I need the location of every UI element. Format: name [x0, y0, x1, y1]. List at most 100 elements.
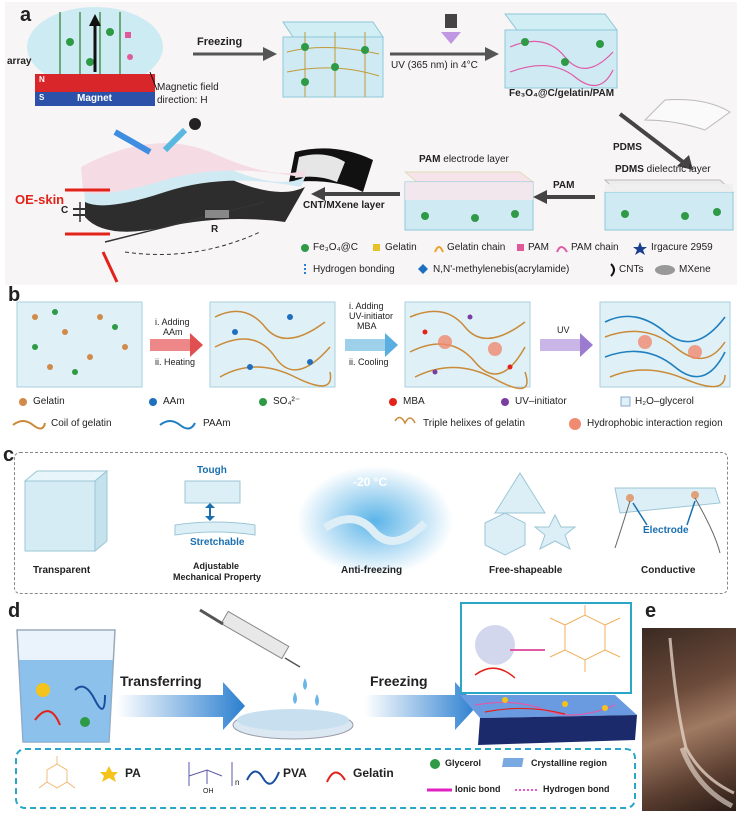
step2-mba: MBA [357, 321, 377, 331]
composite-block [504, 29, 618, 89]
gelatin-icon [326, 771, 346, 783]
panel-a: a array N S Magnet Magnetic field direct… [5, 2, 737, 285]
transferring-label: Transferring [120, 673, 202, 689]
property-conductive: Conductive [641, 565, 696, 576]
anti-freezing-glow [297, 466, 453, 576]
step3-uv: UV [557, 325, 570, 335]
uv-lamp-icon [445, 14, 457, 28]
gel-block-2 [209, 301, 336, 388]
legend-b-uv-initiator: UV–initiator [515, 396, 567, 407]
panel-c: Tough Stretchable -20 °C Electrode Trans… [14, 452, 728, 594]
legend-b-gelatin: Gelatin [33, 396, 65, 407]
triangle-shape [494, 472, 546, 514]
panel-d-label: d [8, 600, 21, 622]
magnet-s-label: S [39, 93, 45, 102]
pva-icon [246, 770, 280, 785]
step2-uv-initiator: UV-initiator [349, 311, 394, 321]
temperature-label: -20 °C [353, 475, 388, 489]
panel-a-label: a [20, 4, 32, 26]
electrode-right [691, 491, 699, 499]
freezing-arrow-d [365, 682, 477, 730]
legend-d-hydrogen: Hydrogen bond [543, 784, 610, 794]
property-transparent: Transparent [33, 565, 91, 576]
panel-e-label: e [645, 600, 657, 622]
cnt-label: CNT/MXene layer [303, 200, 385, 211]
legend-d-oh: OH [203, 788, 214, 795]
property-anti-freezing: Anti-freezing [341, 565, 403, 576]
panel-c-graphics [23, 466, 721, 576]
transferring-arrow [117, 682, 245, 730]
pdms-arrow-label: PDMS [613, 142, 642, 153]
legend-b-triple: Triple helixes of gelatin [423, 418, 525, 429]
legend-a-5: PAM chain [571, 242, 619, 253]
star-shape [533, 513, 577, 551]
legend-b-aam: AAm [163, 396, 185, 407]
legend-b-hydrophobic: Hydrophobic interaction region [587, 418, 723, 429]
legend-b-mba: MBA [403, 396, 425, 407]
step2-cooling: ii. Cooling [349, 357, 389, 367]
oe-skin-label: OE-skin [15, 192, 65, 207]
legend-a-10: MXene [679, 264, 711, 275]
magnet-n-label: N [39, 75, 45, 84]
legend-a-8: N,N'-methylenebis(acrylamide) [433, 264, 570, 275]
pa-icon [100, 766, 118, 782]
array-label: array [7, 56, 32, 67]
pam-arrow-label: PAM [553, 180, 575, 191]
panel-d-legend-graphics [38, 756, 539, 792]
freezing-label-a: Freezing [197, 36, 243, 48]
field-label: Magnetic field [157, 82, 219, 93]
legend-d-crystalline: Crystalline region [531, 758, 608, 768]
legend-a-6: Irgacure 2959 [651, 242, 713, 253]
uv-label: UV (365 nm) in 4°C [391, 60, 478, 71]
electrode-left [626, 494, 634, 502]
step1-aam: AAm [163, 327, 183, 337]
photo-highlight [668, 637, 735, 809]
legend-d-ionic: Ionic bond [455, 784, 501, 794]
legend-d-gelatin: Gelatin [353, 766, 394, 780]
freezing-label-d: Freezing [370, 673, 428, 689]
legend-d-pa: PA [125, 766, 141, 780]
legend-a-7: Hydrogen bonding [313, 264, 395, 275]
panel-a-graphics [27, 7, 735, 283]
pva-structure [188, 762, 233, 786]
property-free-shapeable: Free-shapeable [489, 565, 563, 576]
gel-slab [478, 715, 637, 745]
photo-gel-on-skin [642, 628, 736, 811]
magnet-label: Magnet [77, 93, 112, 104]
step2-adding: i. Adding [349, 301, 384, 311]
eye-icon [189, 118, 201, 130]
tough-label: Tough [197, 465, 227, 476]
transparent-block [24, 480, 96, 552]
composite-label: Fe₃O₄@C/gelatin/PAM [509, 88, 615, 99]
step1-heating: ii. Heating [155, 357, 196, 367]
pdms-arrow [618, 112, 685, 164]
stretchable-sample [174, 521, 256, 536]
light-arrow [113, 129, 152, 155]
glycerol-icon [430, 759, 440, 769]
legend-a-2: Gelatin [385, 242, 417, 253]
legend-b-so4: SO₄²⁻ [273, 396, 301, 407]
resistor [205, 210, 229, 218]
property-adjustable: Adjustable [193, 561, 240, 571]
field-direction-label: direction: H [157, 95, 208, 106]
hexagon-shape [484, 512, 526, 556]
c-label: C [61, 205, 69, 216]
panel-d-graphics [16, 602, 637, 745]
panel-c-label: c [3, 444, 15, 466]
crystalline-icon [502, 758, 524, 767]
legend-b-paam: PAAm [203, 418, 231, 429]
panel-b-graphics [12, 301, 731, 430]
step1-adding: i. Adding [155, 317, 190, 327]
panel-d-legend: PA n OH PVA Gelatin Glycerol Crystalline… [15, 748, 636, 809]
stretchable-label: Stretchable [190, 537, 245, 548]
syringe-icon [199, 608, 301, 668]
legend-a-4: PAM [528, 242, 549, 253]
r-label: R [211, 224, 219, 235]
panel-b: b i. Adding AAm ii. Heating i. Adding UV… [5, 284, 737, 447]
magnet-bottom [35, 92, 155, 106]
legend-d-n: n [235, 778, 240, 787]
legend-a-1: Fe₃O₄@C [313, 242, 358, 253]
legend-b-h2o: H₂O–glycerol [635, 396, 694, 407]
legend-d-pva: PVA [283, 766, 307, 780]
gel-block-3 [404, 301, 531, 388]
